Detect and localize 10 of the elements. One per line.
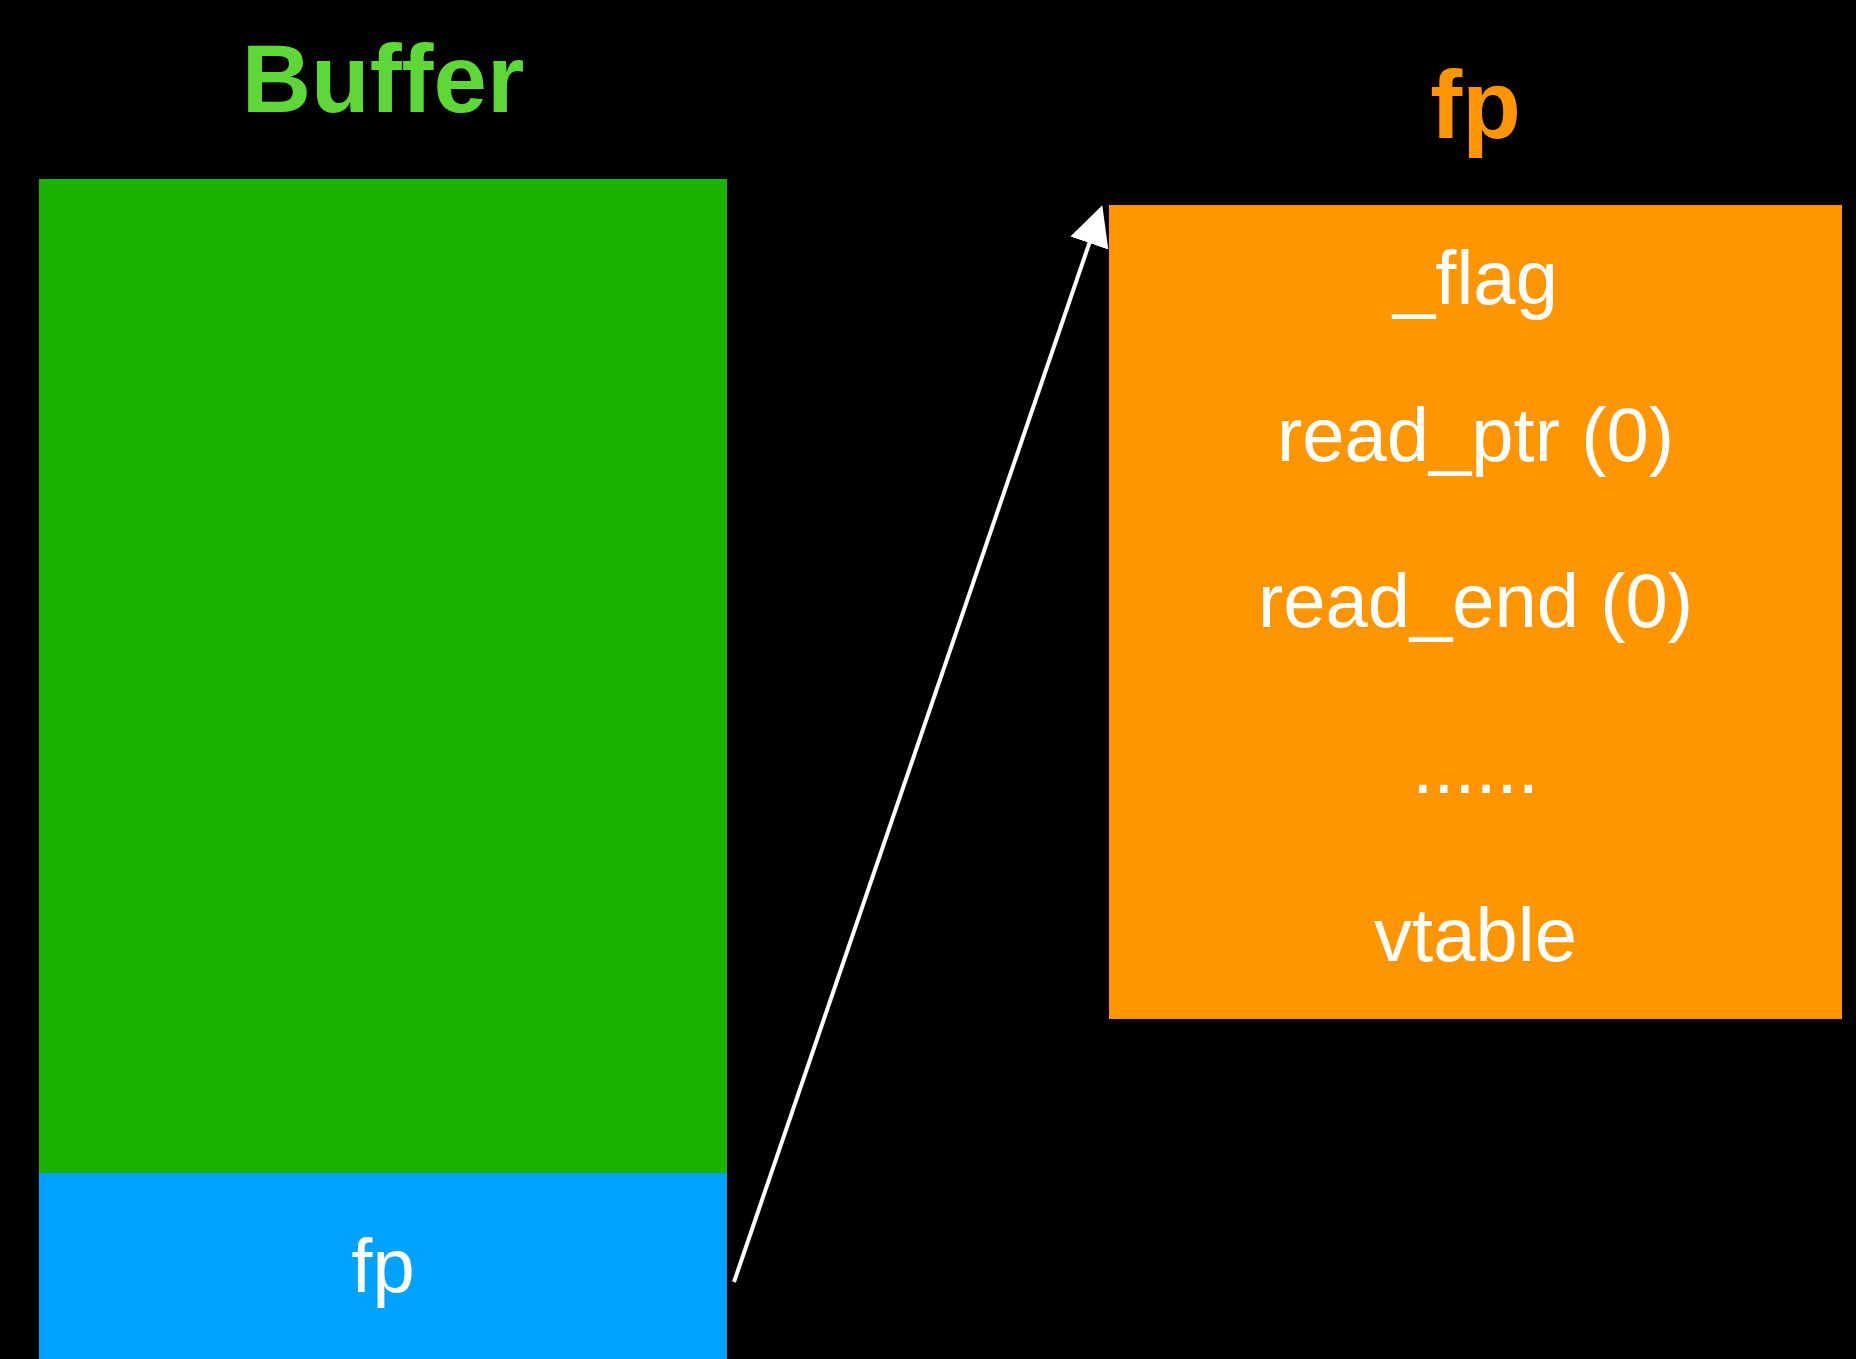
field-label: _flag bbox=[1393, 234, 1558, 322]
field-label: vtable bbox=[1374, 891, 1577, 979]
field-label: ...... bbox=[1412, 723, 1539, 811]
pointer-slot bbox=[39, 1173, 727, 1359]
field-label: read_end (0) bbox=[1257, 557, 1694, 645]
field-label: read_ptr (0) bbox=[1276, 391, 1675, 479]
heading: Buffer bbox=[240, 24, 526, 134]
field-label: fp bbox=[351, 1222, 415, 1310]
heading: fp bbox=[1429, 50, 1522, 160]
arrow bbox=[732, 205, 1109, 1283]
